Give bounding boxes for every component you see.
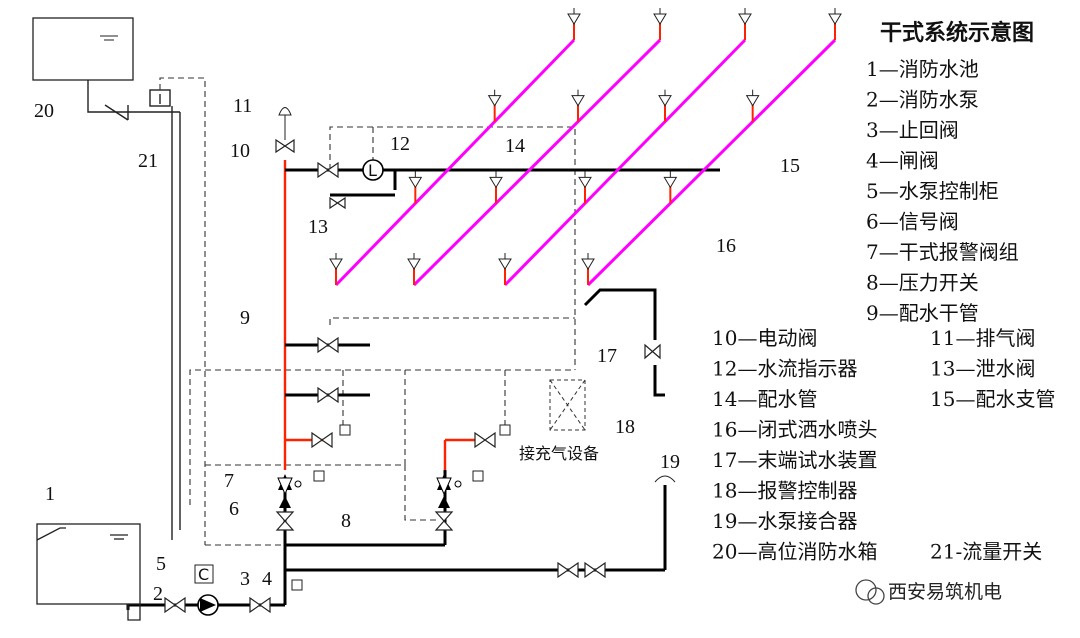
pump-control-cabinet: C [194,564,214,584]
sprinkler-head [407,253,421,285]
sprinkler-head [578,171,592,204]
label-19: 19 [660,451,680,473]
legend-item: 13—泄水阀 [930,357,1035,381]
signal-lines [159,77,576,546]
sprinkler-head [408,171,423,204]
legend-item: 20—高位消防水箱 [712,540,877,564]
label-9: 9 [240,307,250,329]
sprinkler-head [567,8,581,40]
legend-item: 14—配水管 [712,387,817,411]
label-15: 15 [780,155,800,177]
legend-item: 12—水流指示器 [712,357,857,381]
gas-supply-label: 接充气设备 [519,444,599,463]
legend-item: 6—信号阀 [866,210,959,234]
label-5: 5 [156,553,166,575]
sprinkler-head [738,8,752,40]
tank-outlet-pipe [87,80,181,540]
flow-arrows [279,496,450,508]
alarm-valve-sets [277,474,462,496]
watermark: 西安易筑机电 [855,579,1002,605]
svg-text:L: L [368,161,377,180]
fire-pump [197,594,219,616]
legend-item: 5—水泵控制柜 [866,179,999,203]
legend-item: 10—电动阀 [712,326,817,350]
legend-item: 21-流量开关 [930,540,1042,564]
label-16: 16 [716,235,736,257]
sprinkler-head [745,89,760,122]
label-10: 10 [230,140,250,162]
sprinkler-head [828,8,842,40]
legend-item: 9—配水干管 [866,301,979,325]
label-11: 11 [233,95,252,117]
sprinkler-head [663,171,678,204]
valves [164,138,661,614]
label-6: 6 [229,498,239,520]
svg-text:C: C [198,565,209,584]
legend-item: 18—报警控制器 [712,479,857,503]
legend-item: 16—闭式洒水喷头 [712,418,877,442]
legend-item: 11—排气阀 [930,326,1035,350]
label-7: 7 [224,470,234,492]
legend-pair-list: 10—电动阀 11—排气阀 12—水流指示器 13—泄水阀 14—配水管 15—配水支管 1… [712,326,1055,564]
diagram-title: 干式系统示意图 [880,20,1034,46]
label-18: 18 [615,416,635,438]
legend-item: 4—闸阀 [866,149,939,173]
label-3: 3 [240,568,250,590]
legend-item: 17—末端试水装置 [712,448,877,472]
supply-pipes [283,168,720,605]
label-8: 8 [341,510,351,532]
label-20: 20 [34,100,54,122]
legend-item: 3—止回阀 [866,118,959,142]
sprinkler-head [653,8,667,40]
legend-item: 1—消防水池 [866,57,979,81]
alarm-controller [549,379,586,431]
flow-indicator: L [362,159,384,181]
label-14: 14 [505,135,525,157]
sprinkler-head [498,253,512,285]
legend-item: 7—干式报警阀组 [866,240,1019,264]
part-numbers: 20 21 11 10 12 13 14 15 16 9 17 18 19 7 … [34,95,800,605]
main-riser [283,160,480,470]
legend-list: 1—消防水池 2—消防水泵 3—止回阀 4—闸阀 5—水泵控制柜 6—信号阀 7—干式报警阀… [866,57,1019,325]
label-1: 1 [45,483,55,505]
label-21: 21 [138,150,158,172]
label-4: 4 [262,568,272,590]
sprinkler-head [487,89,502,122]
label-17: 17 [597,345,617,367]
sprinkler-head [581,253,595,285]
air-release-valve [278,107,292,140]
sprinkler-head [571,89,585,122]
pump-connector [654,475,676,483]
legend-item: 8—压力开关 [866,271,979,295]
label-13: 13 [308,216,328,238]
sprinkler-head [489,171,503,204]
branch-pipes [334,38,837,287]
high-level-tank [32,17,134,81]
legend-item: 19—水泵接合器 [712,509,857,533]
legend-item: 2—消防水泵 [866,88,979,112]
pressure-switches [291,424,511,591]
watermark-text: 西安易筑机电 [888,581,1002,603]
legend-item: 15—配水支管 [930,387,1055,411]
sprinkler-head [329,253,343,285]
sprinkler-heads [329,8,842,285]
fire-water-pool [36,523,141,621]
label-2: 2 [153,583,163,605]
label-12: 12 [390,133,410,155]
sprinkler-head [658,89,672,122]
